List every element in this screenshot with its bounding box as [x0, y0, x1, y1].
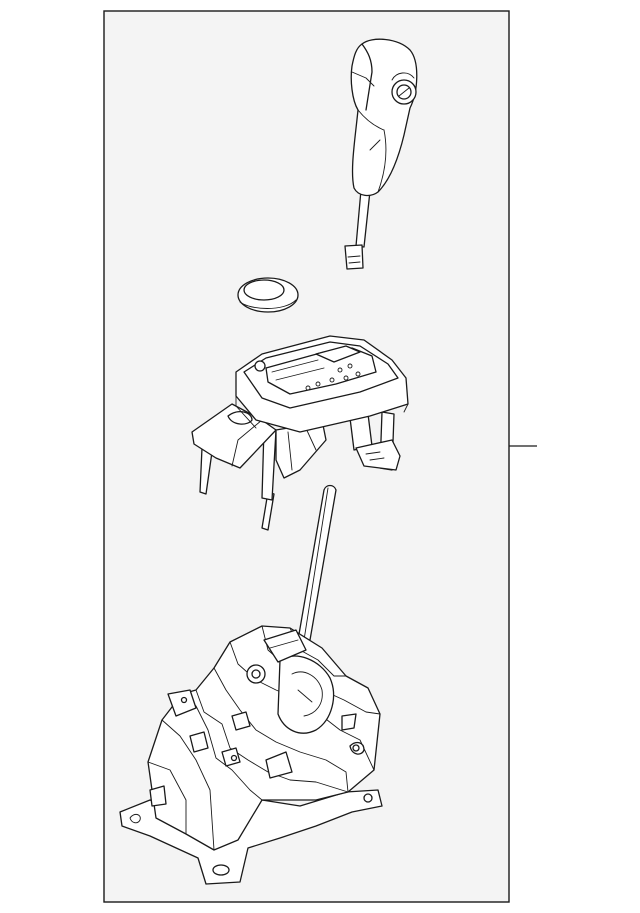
- round-seal-icon: [237, 277, 299, 313]
- indicator-bezel-icon: [191, 335, 409, 531]
- shifter-base-icon: [119, 484, 383, 885]
- shift-knob-icon: [344, 38, 418, 270]
